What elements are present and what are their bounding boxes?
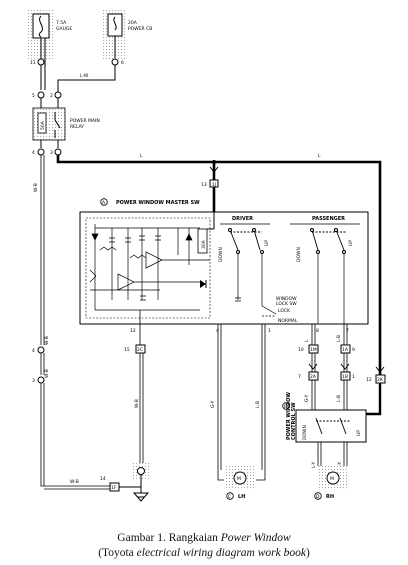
- pin-11: 11: [30, 60, 36, 66]
- pin-5: 5: [32, 93, 35, 99]
- pin-9: 9: [352, 347, 355, 353]
- conn-1f: 1F: [111, 485, 117, 491]
- pin-1b: 1: [352, 374, 355, 380]
- wiring-diagram: 7.5A GAUGE 20A POWER CB 11 6 L-W 5 2 50A…: [27, 10, 386, 502]
- relay-coil-label: 50A: [40, 120, 46, 130]
- conn-2a: 2A: [310, 374, 317, 380]
- power-main-relay: 50A POWER MAIN RELAY: [32, 107, 100, 141]
- control-sw-title1: POWER WINDOW: [286, 392, 292, 440]
- power-cb-name: POWER CB: [128, 26, 152, 32]
- pin-2: 2: [50, 93, 53, 99]
- conn-2k: 2K: [377, 377, 384, 383]
- pin-10: 10: [298, 347, 304, 353]
- caption-line2-close: ): [305, 547, 310, 559]
- passenger-label: PASSENGER: [312, 216, 345, 222]
- pin-3b: 3: [32, 378, 35, 384]
- power-window-master-switch: A POWER WINDOW MASTER SW: [79, 198, 369, 334]
- wire-l-1: L: [140, 153, 143, 159]
- pin-7b: 7: [298, 374, 301, 380]
- control-sw-title2: CONTROL SW: [291, 402, 297, 440]
- control-sw-up: UP: [356, 430, 362, 436]
- lock-sw-label2: LOCK SW: [276, 301, 297, 307]
- wire-lw: L-W: [80, 73, 89, 79]
- pin-12b: 12: [366, 377, 372, 383]
- pin-12a: 12: [130, 328, 136, 334]
- wire-gy-1: G-Y: [210, 400, 216, 408]
- wire-wb-5: W-B: [134, 399, 140, 408]
- power-cb-rating: 20A: [128, 20, 138, 26]
- lh-motor-letter: C: [228, 494, 231, 500]
- pin-13: 13: [201, 182, 207, 188]
- wire-gy-2: G-Y: [304, 394, 310, 402]
- pin-8: 8: [316, 328, 319, 334]
- wire-l-2: L: [318, 153, 321, 159]
- wire-wb-1: W-B: [33, 183, 39, 192]
- lh-motor-label: LH: [238, 494, 245, 500]
- relay-name: POWER MAIN: [70, 118, 100, 124]
- wire-ly-2: L-Y: [337, 461, 343, 468]
- pin-3a: 3: [50, 150, 53, 156]
- gauge-fuse-rating: 7.5A: [56, 20, 67, 26]
- power-cb-fuse: 20A POWER CB: [103, 10, 152, 60]
- wire-wb-2: W-B: [44, 336, 50, 345]
- wire-lb-1: L-B: [255, 401, 261, 408]
- caption-line2-open: (Toyota: [98, 547, 137, 559]
- pin-1a: 1: [268, 328, 271, 334]
- pin-7a: 7: [346, 328, 349, 334]
- control-sw-down: DOWN: [302, 425, 308, 440]
- pin-4a: 4: [32, 150, 35, 156]
- conn-1b: 1B: [342, 374, 348, 380]
- pin-4c: 4: [216, 328, 219, 334]
- wire-lb-3: L-B: [336, 395, 342, 402]
- wire-l-3: L: [304, 339, 310, 342]
- driver-label: DRIVER: [232, 216, 253, 222]
- caption-line1-plain: Gambar 1. Rangkaian: [117, 532, 221, 544]
- pin-14b: 14: [100, 476, 106, 482]
- passenger-down: DOWN: [296, 247, 302, 262]
- pin-6: 6: [121, 60, 124, 66]
- svg-text:M: M: [237, 476, 241, 482]
- figure-caption-line1: Gambar 1. Rangkaian Power Window: [0, 532, 408, 544]
- caption-line1-italic: Power Window: [220, 532, 291, 544]
- pin-4b: 4: [32, 348, 35, 354]
- lock-label: LOCK: [278, 308, 291, 314]
- rh-motor: M D RH: [314, 466, 349, 500]
- rh-motor-letter: D: [316, 494, 320, 500]
- wire-ly-1: L-Y: [311, 461, 317, 468]
- conn-1j: 1J: [212, 182, 216, 188]
- control-sw-letter: B: [284, 404, 287, 410]
- master-title: POWER WINDOW MASTER SW: [116, 200, 200, 206]
- master-breaker: 30A: [201, 239, 207, 249]
- wire-wb-3: W-B: [44, 369, 50, 378]
- conn-1m: 1M: [310, 347, 317, 353]
- gauge-fuse-name: GAUGE: [56, 26, 72, 32]
- master-letter: A: [102, 200, 106, 206]
- conn-1a: 1A: [342, 347, 349, 353]
- conn-2c: 2C: [137, 347, 143, 353]
- lh-motor: M C LH: [224, 466, 256, 500]
- power-window-control-switch: B POWER WINDOW CONTROL SW DOWN UP: [282, 392, 367, 443]
- relay-name2: RELAY: [70, 124, 84, 130]
- normal-label: NORMAL: [278, 318, 298, 324]
- pin-15: 15: [124, 347, 130, 353]
- passenger-up: UP: [348, 240, 354, 246]
- figure-caption-line2: (Toyota electrical wiring diagram work b…: [0, 547, 408, 559]
- rh-motor-label: RH: [326, 494, 334, 500]
- wire-wb-4: W-B: [70, 479, 79, 485]
- lock-sw-label: WINDOW: [276, 296, 297, 302]
- svg-text:M: M: [330, 476, 334, 482]
- wire-lb-2: L-B: [336, 335, 342, 342]
- gauge-fuse: 7.5A GAUGE: [27, 10, 72, 60]
- driver-down: DOWN: [218, 247, 224, 262]
- caption-line2-italic: electrical wiring diagram work book: [136, 547, 306, 559]
- driver-up: UP: [264, 240, 270, 246]
